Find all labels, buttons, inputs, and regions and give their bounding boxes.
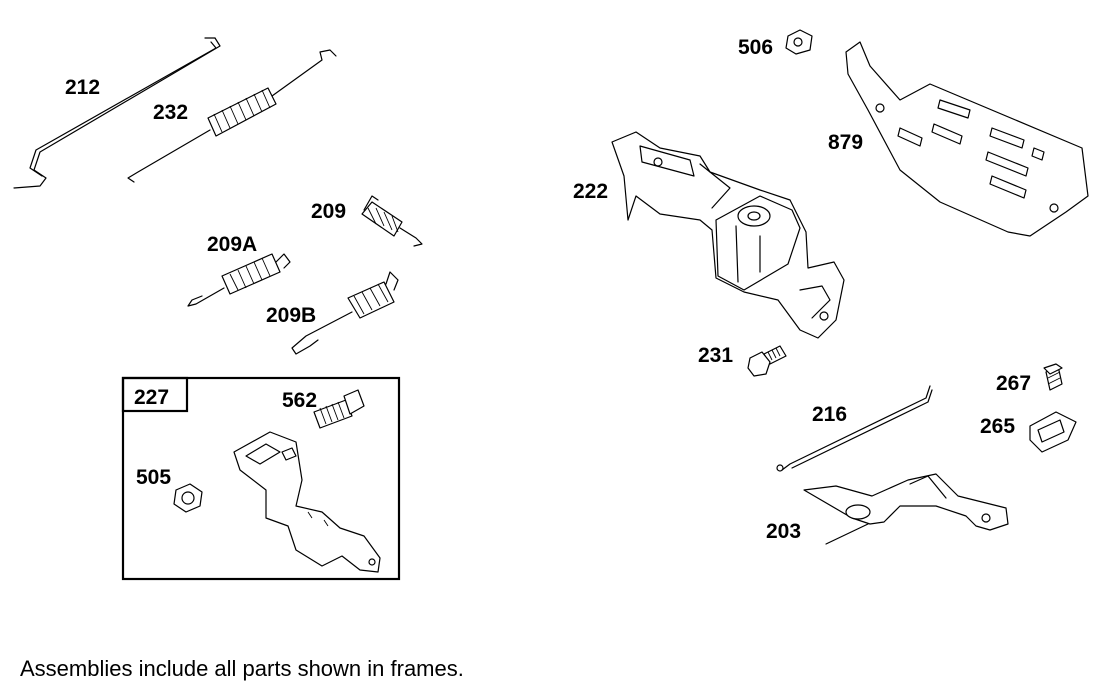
label-506: 506 <box>738 36 773 59</box>
part-209b-spring <box>291 271 399 355</box>
part-505-nut <box>173 483 203 513</box>
part-879-shield-plate <box>845 41 1089 237</box>
label-267: 267 <box>996 372 1031 395</box>
part-212-link-rod <box>13 37 221 189</box>
part-227-throttle-bracket <box>233 431 381 573</box>
label-222: 222 <box>573 180 608 203</box>
part-562-bolt <box>313 389 365 429</box>
part-265-clip <box>1029 411 1077 453</box>
label-227: 227 <box>134 386 169 409</box>
assembly-227-frame <box>121 376 401 581</box>
part-203-control-lever <box>803 473 1009 545</box>
part-222-control-bracket <box>611 131 845 339</box>
label-231: 231 <box>698 344 733 367</box>
label-203: 203 <box>766 520 801 543</box>
label-209a: 209A <box>207 233 257 256</box>
part-209a-spring <box>187 253 291 307</box>
label-232: 232 <box>153 101 188 124</box>
part-216-throttle-link <box>776 385 933 472</box>
part-267-bolt <box>1043 363 1063 391</box>
part-231-screw <box>747 345 787 377</box>
label-505: 505 <box>136 466 171 489</box>
label-879: 879 <box>828 131 863 154</box>
label-562: 562 <box>282 389 317 412</box>
part-506-screw <box>785 29 813 55</box>
label-212: 212 <box>65 76 100 99</box>
part-232-governor-spring <box>127 49 337 183</box>
label-209: 209 <box>311 200 346 223</box>
label-209b: 209B <box>266 304 316 327</box>
assembly-footnote: Assemblies include all parts shown in fr… <box>20 656 464 681</box>
part-209-spring <box>361 195 423 247</box>
label-265: 265 <box>980 415 1015 438</box>
label-216: 216 <box>812 403 847 426</box>
